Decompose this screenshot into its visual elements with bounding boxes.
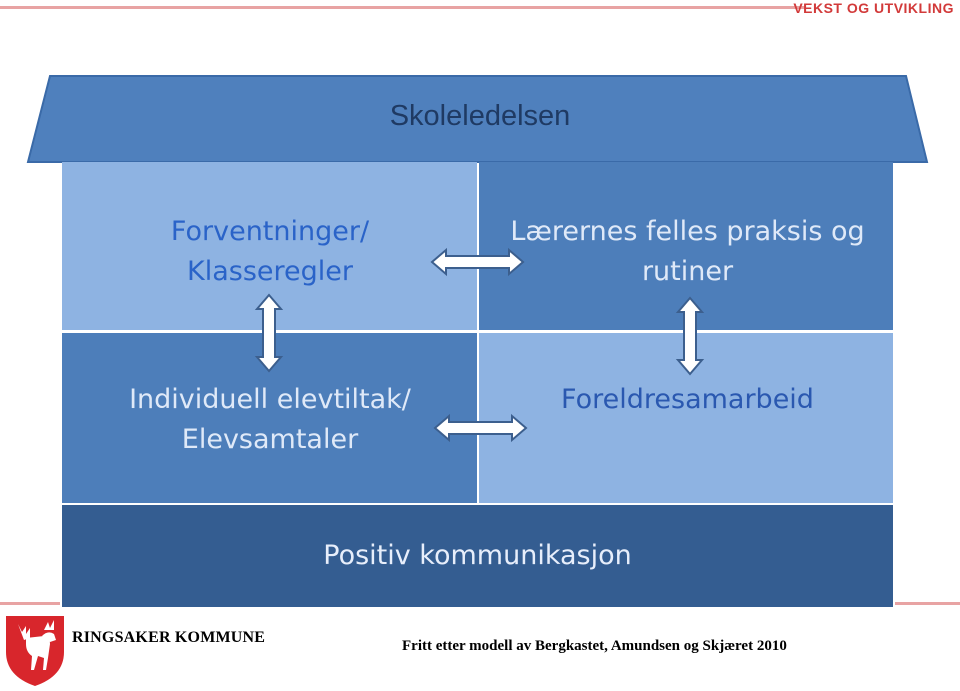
source-citation: Fritt etter modell av Bergkastet, Amunds…	[402, 638, 787, 654]
bottom-left-line2: Elevsamtaler	[181, 424, 359, 455]
cell-bottom-right-text: Foreldresamarbeid	[490, 380, 885, 420]
cell-top-right-text: Lærernes felles praksis og rutiner	[490, 212, 885, 292]
top-right-line2: rutiner	[641, 256, 734, 287]
ground-rule-right	[895, 602, 960, 605]
double-arrow-vertical-right-icon	[675, 296, 705, 376]
roof	[26, 75, 929, 163]
top-left-line2: Klasseregler	[187, 256, 353, 287]
foundation-block	[62, 505, 893, 607]
double-arrow-vertical-left-icon	[254, 293, 284, 373]
top-left-line1: Forventninger/	[170, 216, 370, 247]
brand-label: VEKST OG UTVIKLING	[793, 0, 954, 16]
ground-rule-left	[0, 602, 60, 605]
top-right-line1: Lærernes felles praksis og	[510, 216, 865, 247]
cell-bottom-left-text: Individuell elevtiltak/ Elevsamtaler	[90, 380, 450, 460]
coat-of-arms-logo-icon	[6, 616, 64, 686]
organization-name: RINGSAKER KOMMUNE	[72, 629, 266, 646]
roof-title: Skoleledelsen	[389, 100, 571, 132]
double-arrow-horizontal-bottom-icon	[433, 413, 528, 443]
bottom-right-line1: Foreldresamarbeid	[561, 384, 814, 415]
double-arrow-horizontal-top-icon	[430, 247, 525, 277]
header-rule	[0, 6, 806, 9]
cell-top-left-text: Forventninger/ Klasseregler	[110, 212, 430, 292]
bottom-left-line1: Individuell elevtiltak/	[129, 384, 411, 415]
foundation-text: Positiv kommunikasjon	[323, 540, 632, 571]
